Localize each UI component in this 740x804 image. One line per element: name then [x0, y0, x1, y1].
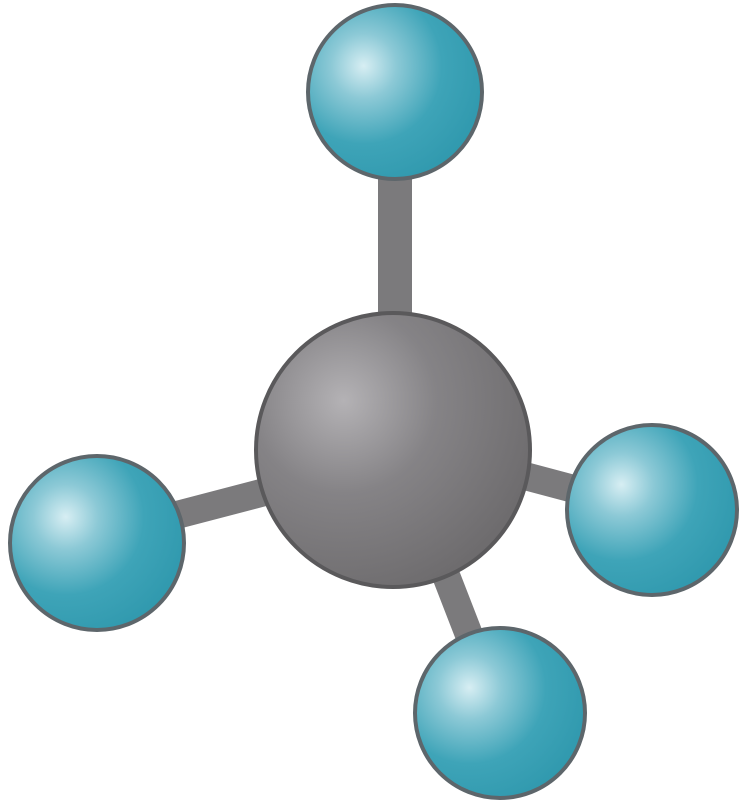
atoms	[8, 3, 739, 800]
atom-outer-top	[306, 3, 484, 181]
atom-outer-right	[565, 423, 739, 597]
atom-outer-bottom	[413, 626, 587, 800]
atom-central	[254, 311, 532, 589]
atom-outer-left	[8, 454, 186, 632]
